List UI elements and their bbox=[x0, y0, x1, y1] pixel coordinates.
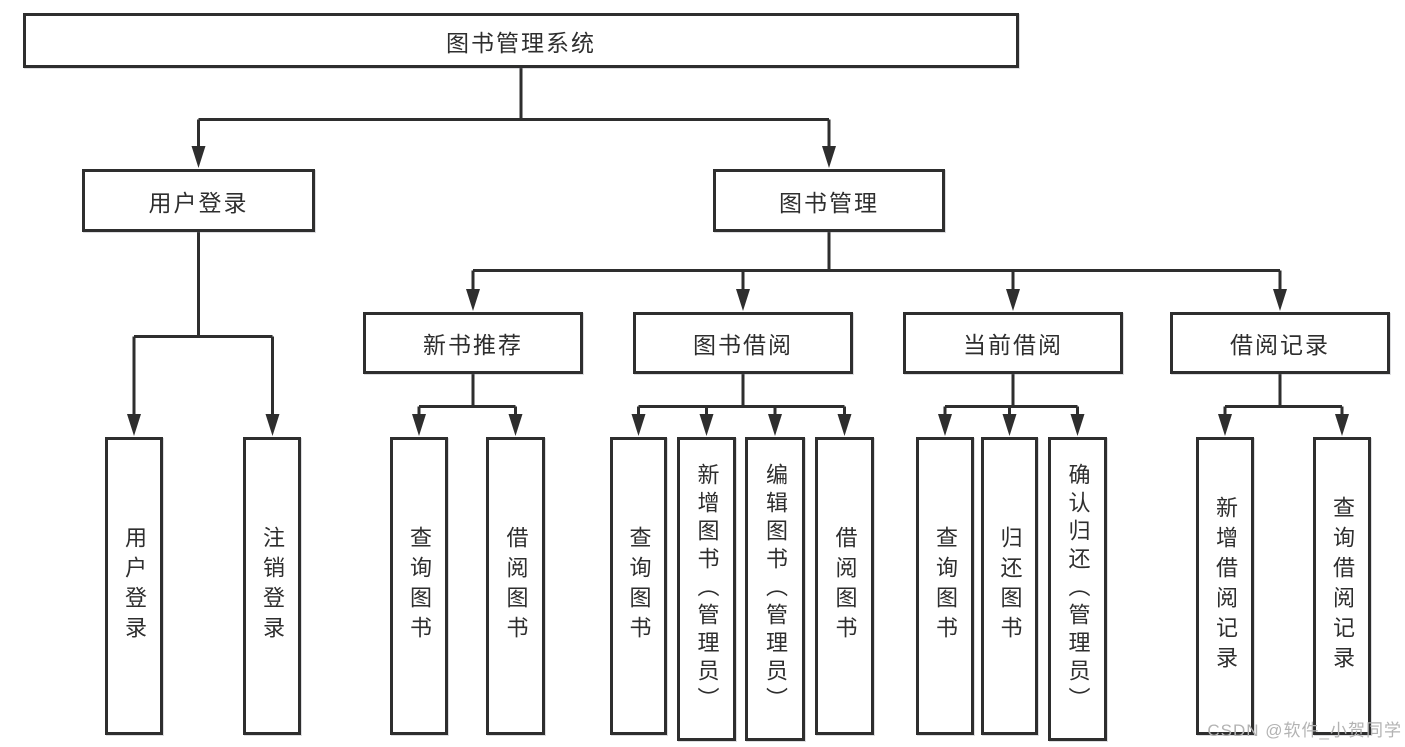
leaf-recommend-borrow-books: 借阅图书 bbox=[486, 437, 545, 735]
leaf-borrow-query-books: 查询图书 bbox=[610, 437, 667, 735]
leaf-borrow-edit-books-admin-label: 编辑图书（管理员） bbox=[763, 463, 788, 715]
node-book-management-label: 图书管理 bbox=[779, 189, 879, 216]
node-book-borrow: 图书借阅 bbox=[633, 312, 853, 374]
node-current-borrow-label: 当前借阅 bbox=[963, 332, 1063, 358]
leaf-recommend-query-books: 查询图书 bbox=[390, 437, 448, 735]
node-current-borrow: 当前借阅 bbox=[903, 312, 1123, 374]
leaf-logout-label: 注销登录 bbox=[260, 526, 285, 646]
leaf-current-return-books-label: 归还图书 bbox=[997, 526, 1023, 646]
leaf-borrow-query-books-label: 查询图书 bbox=[626, 526, 652, 646]
node-new-book-recommend-label: 新书推荐 bbox=[423, 332, 523, 358]
leaf-borrow-borrow-books: 借阅图书 bbox=[815, 437, 874, 735]
leaf-current-query-books: 查询图书 bbox=[916, 437, 974, 735]
node-root-system: 图书管理系统 bbox=[23, 13, 1019, 68]
node-book-management-branch: 图书管理 bbox=[713, 169, 945, 232]
leaf-current-query-books-label: 查询图书 bbox=[933, 526, 958, 646]
leaf-user-login: 用户登录 bbox=[105, 437, 163, 735]
node-user-login-label: 用户登录 bbox=[148, 189, 249, 216]
leaf-recommend-query-books-label: 查询图书 bbox=[407, 526, 432, 646]
leaf-records-add-label: 新增借阅记录 bbox=[1213, 496, 1238, 676]
leaf-borrow-add-books-admin-label: 新增图书（管理员） bbox=[694, 463, 720, 715]
csdn-watermark: CSDN @软件_小贺同学 bbox=[1207, 721, 1402, 740]
leaf-records-add: 新增借阅记录 bbox=[1196, 437, 1254, 735]
node-borrow-records: 借阅记录 bbox=[1170, 312, 1390, 374]
leaf-current-return-books: 归还图书 bbox=[981, 437, 1038, 735]
leaf-borrow-edit-books-admin: 编辑图书（管理员） bbox=[745, 437, 805, 741]
node-borrow-records-label: 借阅记录 bbox=[1230, 332, 1330, 358]
leaf-current-confirm-return-admin: 确认归还（管理员） bbox=[1048, 437, 1107, 741]
arrowheads bbox=[127, 146, 1349, 436]
leaf-user-login-label: 用户登录 bbox=[122, 526, 147, 646]
leaf-borrow-add-books-admin: 新增图书（管理员） bbox=[677, 437, 736, 741]
leaf-recommend-borrow-books-label: 借阅图书 bbox=[503, 526, 529, 646]
leaf-records-query-label: 查询借阅记录 bbox=[1330, 496, 1355, 676]
connector-lines bbox=[132, 68, 1344, 418]
node-user-login-branch: 用户登录 bbox=[82, 169, 315, 232]
leaf-logout: 注销登录 bbox=[243, 437, 301, 735]
node-new-book-recommend: 新书推荐 bbox=[363, 312, 583, 374]
leaf-records-query: 查询借阅记录 bbox=[1313, 437, 1371, 735]
leaf-current-confirm-return-admin-label: 确认归还（管理员） bbox=[1065, 463, 1091, 715]
leaf-borrow-borrow-books-label: 借阅图书 bbox=[832, 526, 858, 646]
node-book-borrow-label: 图书借阅 bbox=[693, 332, 793, 358]
node-root-label: 图书管理系统 bbox=[446, 29, 596, 56]
